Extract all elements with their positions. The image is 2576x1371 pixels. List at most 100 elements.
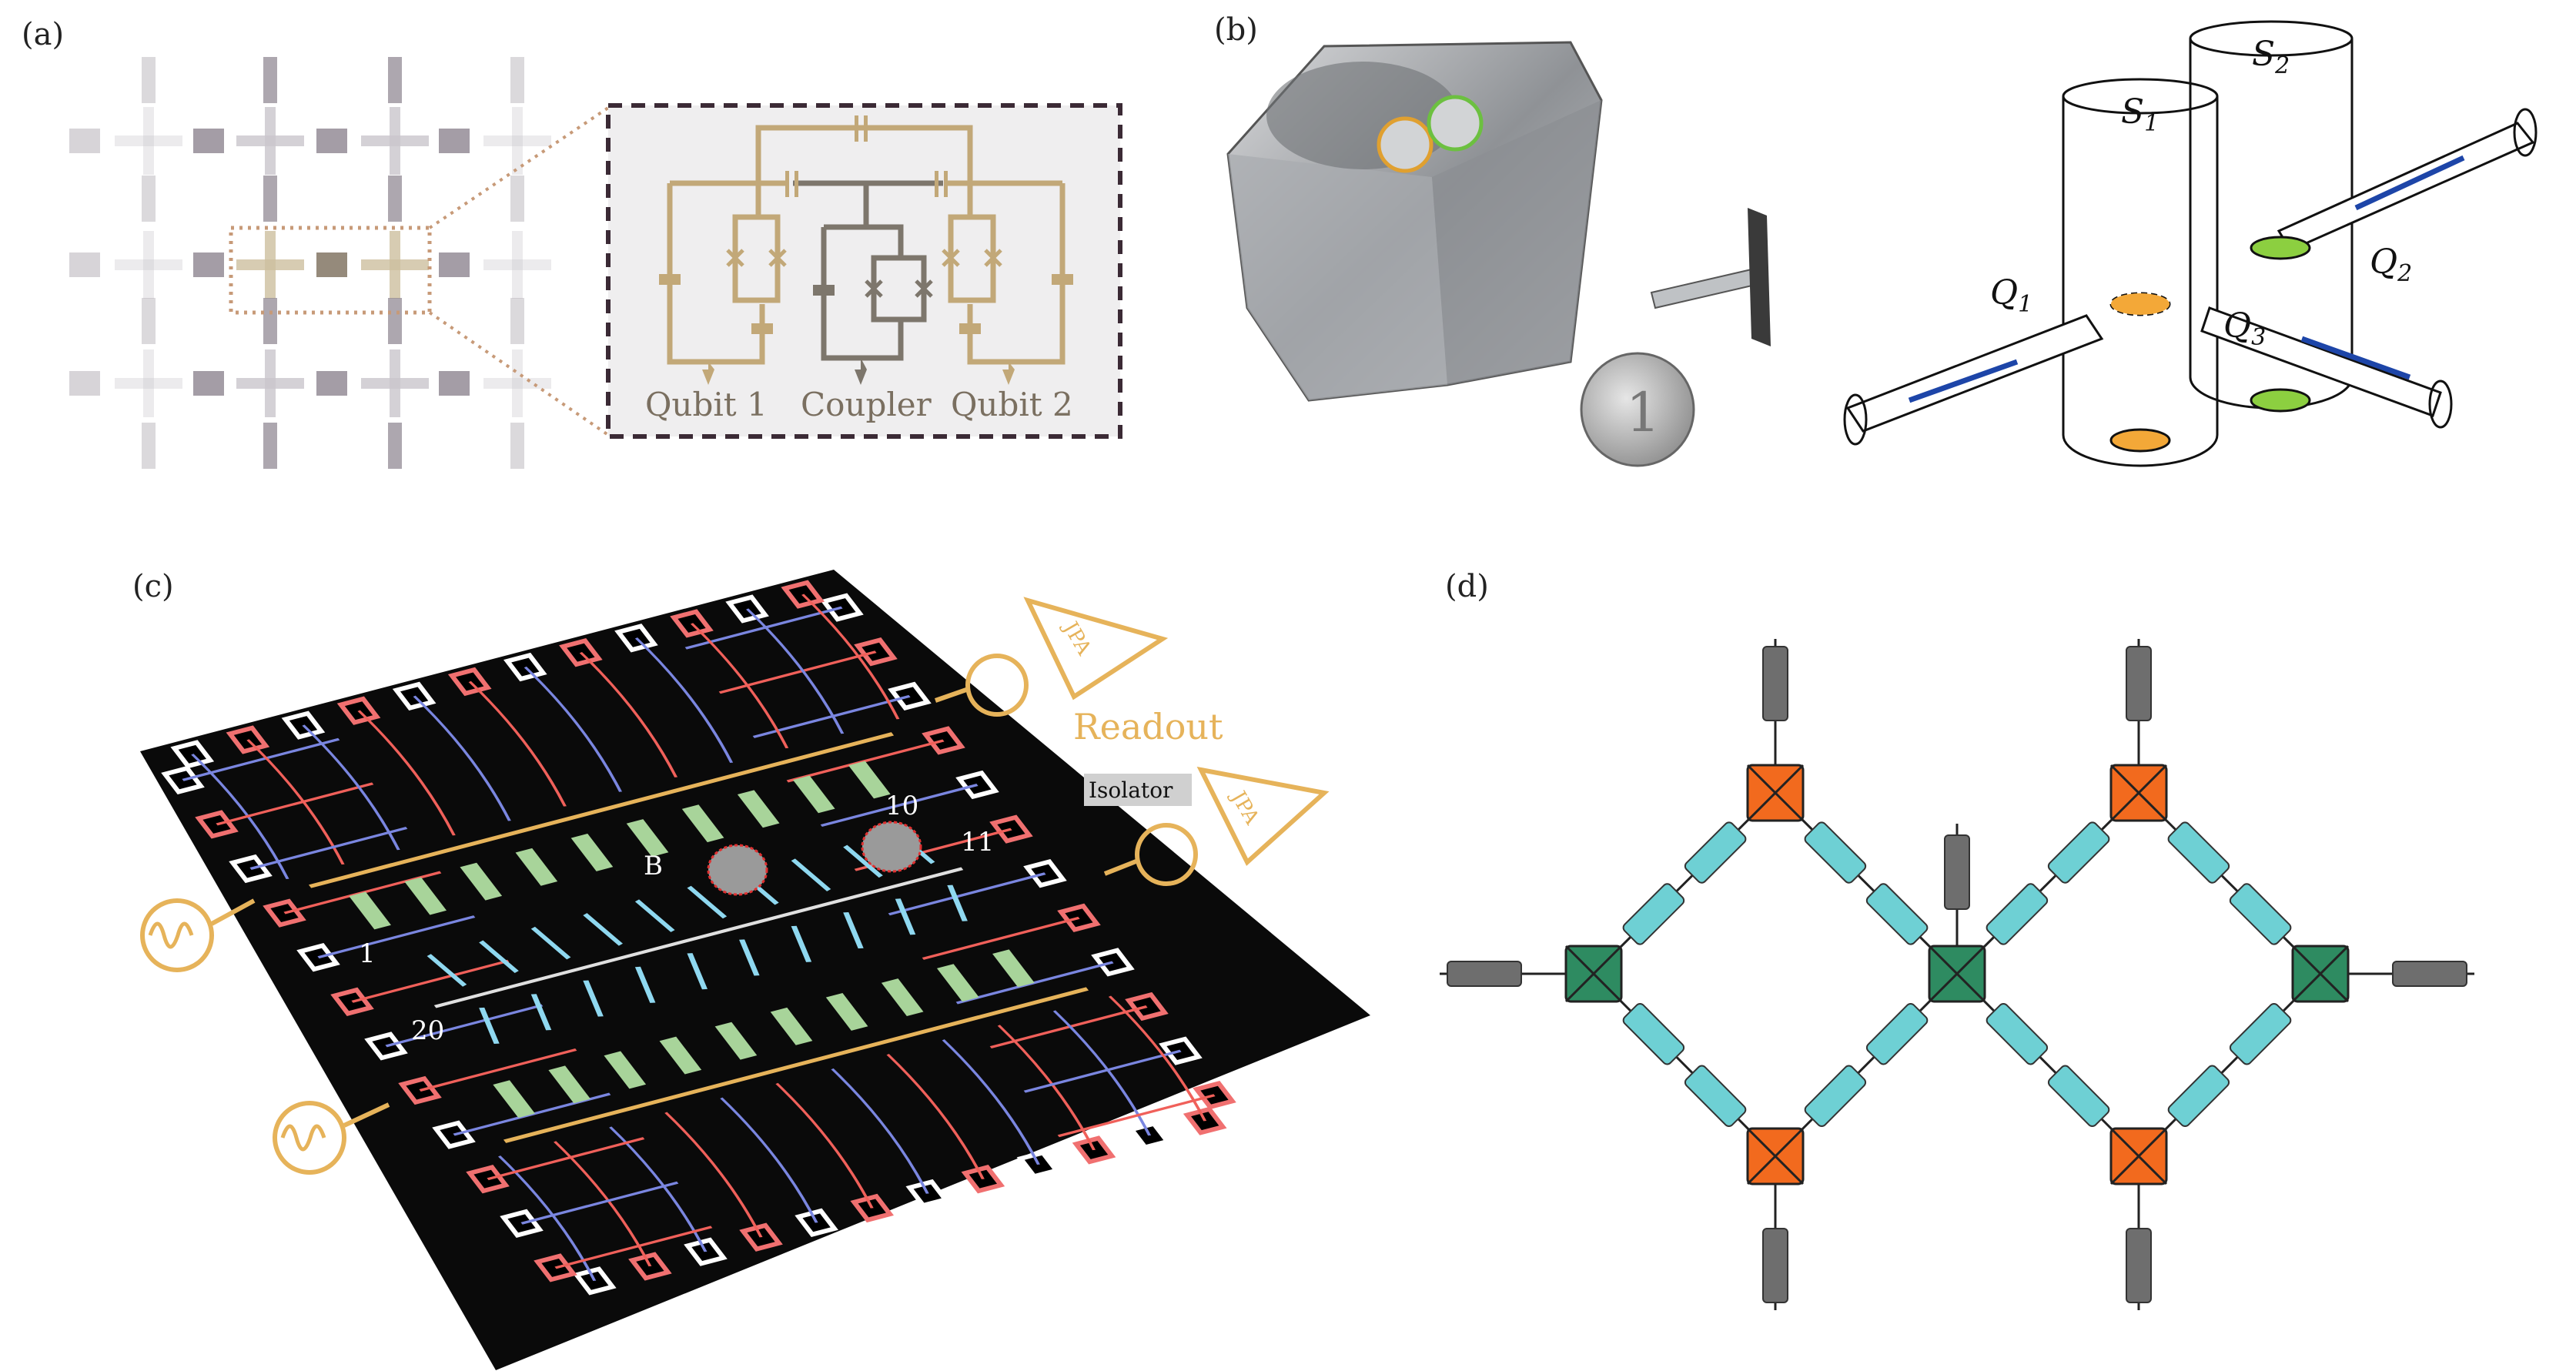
control-line [922, 916, 1080, 960]
coupling-line [1955, 972, 2140, 1158]
qubit-cross [512, 349, 523, 417]
qubit-cross [143, 349, 154, 417]
control-line [831, 1068, 929, 1194]
readout-resonator [404, 877, 447, 915]
resonator [1804, 1065, 1867, 1128]
coupler [510, 57, 524, 103]
coupler [193, 252, 224, 277]
control-line [216, 782, 374, 826]
jpa-label-2: JPA [1225, 785, 1263, 829]
readout-resonator [659, 1036, 702, 1075]
coupling-line [1955, 791, 2140, 975]
readout-resonator [349, 891, 391, 930]
coupler-node-cross-icon [2291, 945, 2350, 1003]
resonator [2229, 883, 2292, 945]
readout-resonator [848, 761, 891, 799]
readout-resonator [825, 993, 868, 1031]
flux-line [947, 884, 968, 921]
coupling-line [2137, 972, 2322, 1158]
coupler-node-cross-icon [1928, 945, 1986, 1003]
jpa-label-1: JPA [1057, 616, 1096, 660]
isolator-icon-1 [965, 654, 1029, 717]
control-line [413, 695, 511, 821]
readout-resonator [604, 1051, 647, 1089]
cavity-hole-green [1427, 95, 1484, 152]
qubit-node-cross-icon [2109, 764, 2168, 822]
flux-line [843, 912, 864, 949]
coupler [142, 298, 156, 344]
coupler [142, 57, 156, 103]
coupler [316, 252, 347, 277]
control-line [453, 1092, 611, 1136]
coupler [142, 423, 156, 469]
flux-line [583, 913, 623, 946]
qubit-label-20: 20 [411, 1015, 444, 1046]
readout-resonator [626, 819, 669, 857]
flux-line [739, 939, 760, 976]
qubit-cross [143, 107, 154, 175]
pulse-waveforms [148, 921, 326, 1152]
flux-line [583, 980, 604, 1017]
coupler [193, 129, 224, 153]
coupler [193, 371, 224, 396]
label-coupler: Coupler [801, 386, 932, 423]
control-line [1108, 995, 1207, 1122]
coupler-lattice-diagram [1440, 639, 2474, 1310]
resonator [1865, 1002, 1929, 1065]
resonator [2167, 1065, 2230, 1128]
label-qubit-2: Qubit 2 [951, 386, 1073, 423]
control-line [520, 1181, 679, 1225]
flux-line [530, 994, 552, 1031]
josephson-junctions [726, 249, 1002, 298]
bond-pad [559, 638, 603, 667]
readout-resonator [792, 775, 835, 814]
control-line [351, 959, 510, 1003]
qubit-node-cross-icon [2109, 1127, 2168, 1185]
control-line [497, 1155, 597, 1282]
input-pulse-icon-1 [140, 898, 214, 972]
input-pulse-icon-2 [273, 1101, 346, 1175]
bond-pad [670, 609, 714, 638]
bond-pad [725, 594, 769, 624]
control-line [609, 1126, 708, 1252]
qubit-cross [390, 231, 400, 299]
flux-line [687, 953, 708, 990]
qubit-cross [390, 107, 400, 175]
coupler [69, 371, 100, 396]
flux-line [634, 966, 656, 1003]
readout-chain [140, 597, 1330, 1175]
resonator [1684, 1065, 1747, 1128]
control-line [554, 1226, 713, 1269]
coupler [142, 176, 156, 222]
qubit-lattice [69, 57, 551, 469]
control-line [801, 594, 900, 720]
label-q1: Q1 [1990, 273, 2032, 318]
coupler [316, 371, 347, 396]
resonator [2047, 1065, 2110, 1128]
control-line [820, 784, 979, 828]
zoom-connector-bottom [428, 311, 610, 436]
cylinder-s1 [2062, 96, 2219, 435]
control-line [690, 623, 789, 749]
label-q2: Q2 [2370, 242, 2412, 287]
qubit-label-11: 11 [961, 827, 994, 858]
resonator [1804, 821, 1867, 884]
control-line [942, 1039, 1040, 1165]
qubit-cross [265, 231, 276, 299]
coupler [263, 298, 277, 344]
coupler [510, 423, 524, 469]
control-line [886, 1053, 985, 1179]
qubit-cross [483, 259, 551, 270]
label-s2: S2 [2252, 35, 2290, 79]
qubit-cross [265, 349, 276, 417]
flux-line [479, 940, 519, 974]
qubit-cross [115, 378, 182, 389]
resonator [1622, 883, 1685, 945]
transmission-strips [1908, 155, 2465, 403]
coupler [439, 252, 470, 277]
panel-label-a: (a) [22, 17, 64, 52]
qubit-cross [115, 135, 182, 146]
flux-line [479, 1007, 500, 1045]
readout-resonator [2126, 646, 2152, 721]
control-line [357, 710, 456, 836]
